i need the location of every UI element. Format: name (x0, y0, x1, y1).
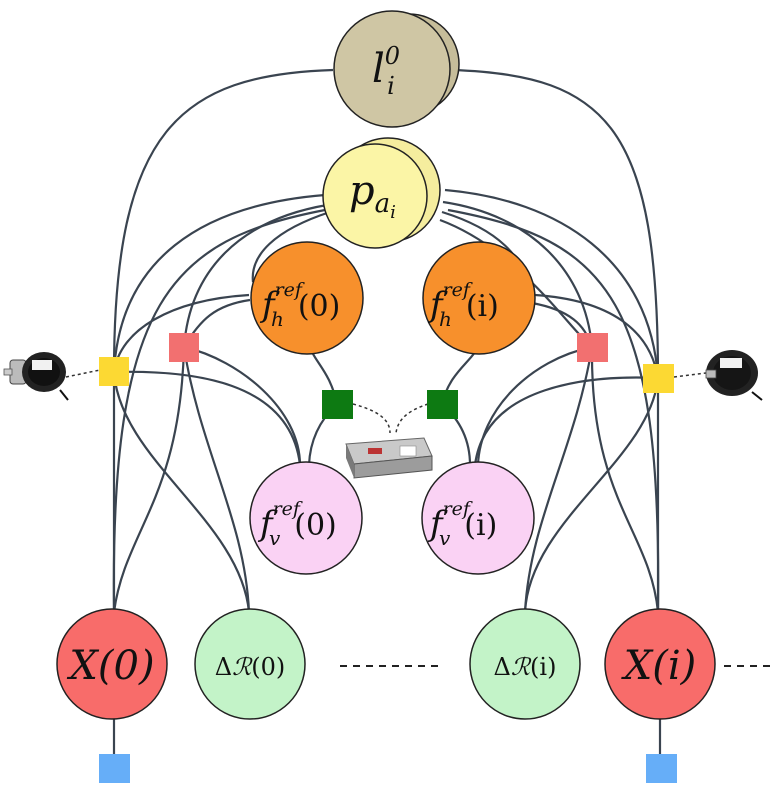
edge (523, 346, 594, 613)
delta-i-node: Δℛ(i) (469, 608, 581, 720)
edge (183, 345, 302, 466)
edge (590, 346, 660, 613)
edge (534, 293, 660, 379)
factor-green (322, 390, 353, 419)
factor-red (577, 333, 608, 362)
edge (251, 210, 331, 283)
edge (523, 377, 660, 613)
edge (112, 68, 334, 373)
factor-blue (646, 754, 677, 783)
factor-nodes (99, 333, 677, 783)
factor-red (169, 333, 199, 362)
sensor-links (65, 369, 707, 434)
pose-node: pai (322, 137, 441, 249)
edge (112, 346, 186, 613)
edge (182, 346, 251, 613)
dashed-link (673, 372, 707, 378)
rotary-encoder-icon (3, 352, 69, 401)
edge (444, 188, 660, 379)
edge (473, 376, 659, 466)
svg-text:X(i): X(i) (621, 643, 696, 689)
state-0-node: X(0) (56, 608, 168, 720)
svg-text:X(0): X(0) (66, 643, 154, 689)
svg-text:Δℛ(i): Δℛ(i) (494, 653, 557, 681)
edge (113, 370, 302, 466)
load-cell-icon (345, 437, 433, 479)
svg-text:pai: pai (349, 168, 396, 223)
edge (442, 200, 594, 348)
state-i-node: X(i) (604, 608, 716, 720)
pose-label: p (349, 168, 375, 214)
edge (476, 345, 593, 466)
factor-yellow (99, 357, 129, 386)
edge (447, 208, 660, 613)
dashed-link (352, 403, 391, 434)
dashed-link (395, 403, 429, 434)
rotary-encoder-icon (705, 350, 763, 401)
factor-green (427, 390, 458, 419)
factor-yellow (643, 364, 674, 393)
edge (112, 208, 326, 613)
svg-text:l0i: l0i (372, 42, 400, 100)
dashed-link (65, 369, 101, 378)
edge (112, 371, 251, 613)
landmark-label: l (372, 46, 385, 92)
factor-blue (99, 754, 130, 783)
svg-text:Δℛ(0): Δℛ(0) (215, 653, 286, 681)
edge (112, 193, 326, 373)
delta-0-node: Δℛ(0) (194, 608, 306, 720)
edge (451, 68, 660, 379)
edge (182, 203, 328, 348)
